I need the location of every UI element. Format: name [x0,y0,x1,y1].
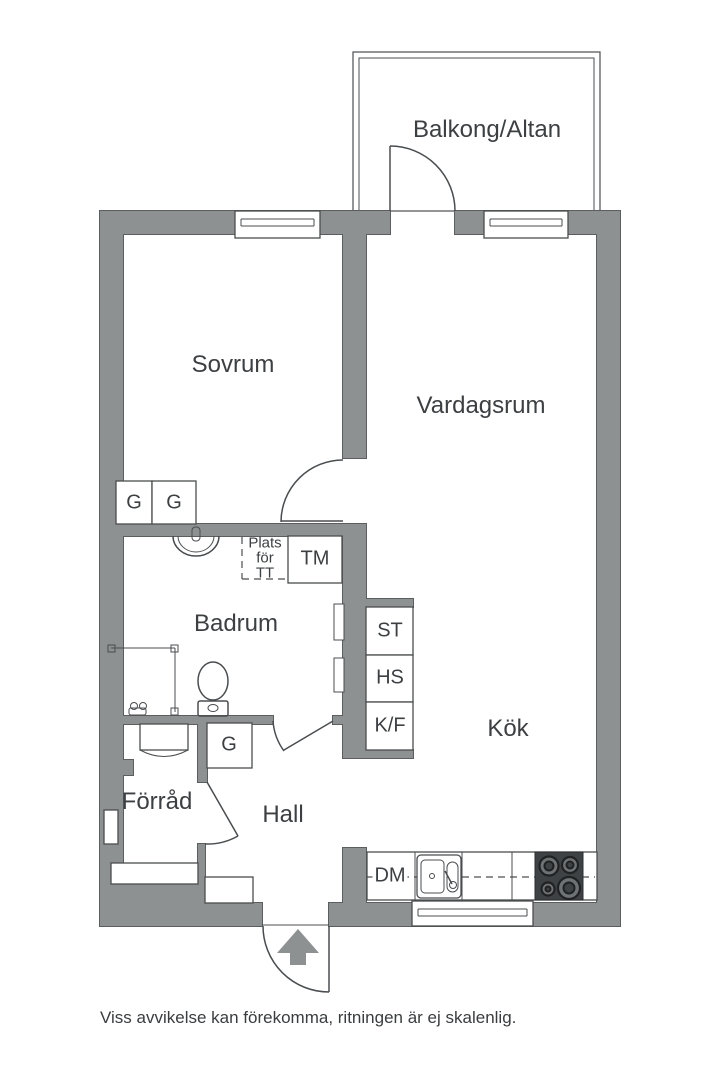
bathroom-niche-1 [333,603,345,641]
disclaimer-text: Viss avvikelse kan förekomma, ritningen … [100,1008,517,1027]
label-balcony: Balkong/Altan [412,116,562,143]
tall-cabinet-box [365,654,414,703]
label-hall-closet: G [221,733,237,756]
hall-closet-box [206,722,253,769]
label-kitchen: Kök [487,715,529,742]
label-tall-cabinet: HS [376,666,404,689]
label-bedroom: Sovrum [191,351,275,378]
fridge-freezer-box [365,701,414,751]
label-dryer-space: Plats för TT [248,534,282,582]
balcony-outline [352,51,601,212]
balcony-door [389,145,456,212]
dryer-space-dashed-outline [241,537,287,580]
washing-machine-box [287,535,343,584]
label-wardrobe-2: G [166,491,182,514]
window-kitchen [411,900,534,927]
label-storage: Förråd [121,788,193,815]
hall-bench-icon [204,876,254,904]
kitchen-sink-icon [416,854,462,899]
label-dishwasher: DM [372,864,408,888]
cleaning-cabinet-box [365,606,414,656]
bathroom-niche-2 [333,657,345,693]
entrance-arrow-icon [277,929,319,965]
storage-shelf-icon [110,862,199,885]
wardrobe-box-1 [115,480,153,525]
shower-icon [107,644,179,716]
entrance-door [262,924,330,993]
label-living-room: Vardagsrum [416,392,546,419]
storage-door [204,781,239,845]
toilet-icon [197,661,229,717]
bedroom-door [280,459,344,523]
window-bedroom [234,210,321,239]
label-hall: Hall [262,801,304,828]
wardrobe-box-2 [151,480,197,525]
bathroom-door [272,720,334,752]
window-living-room [483,210,569,239]
label-bathroom: Badrum [193,610,279,637]
stove-icon [534,851,584,901]
storage-radiator-icon [103,809,119,845]
label-wardrobe-1: G [126,491,142,514]
label-cleaning-cabinet: ST [377,619,403,642]
label-washing-machine: TM [300,547,330,570]
bathroom-sink-icon [172,526,220,557]
label-fridge-freezer: K/F [374,714,406,737]
storage-wardrobe-icon [139,723,189,757]
